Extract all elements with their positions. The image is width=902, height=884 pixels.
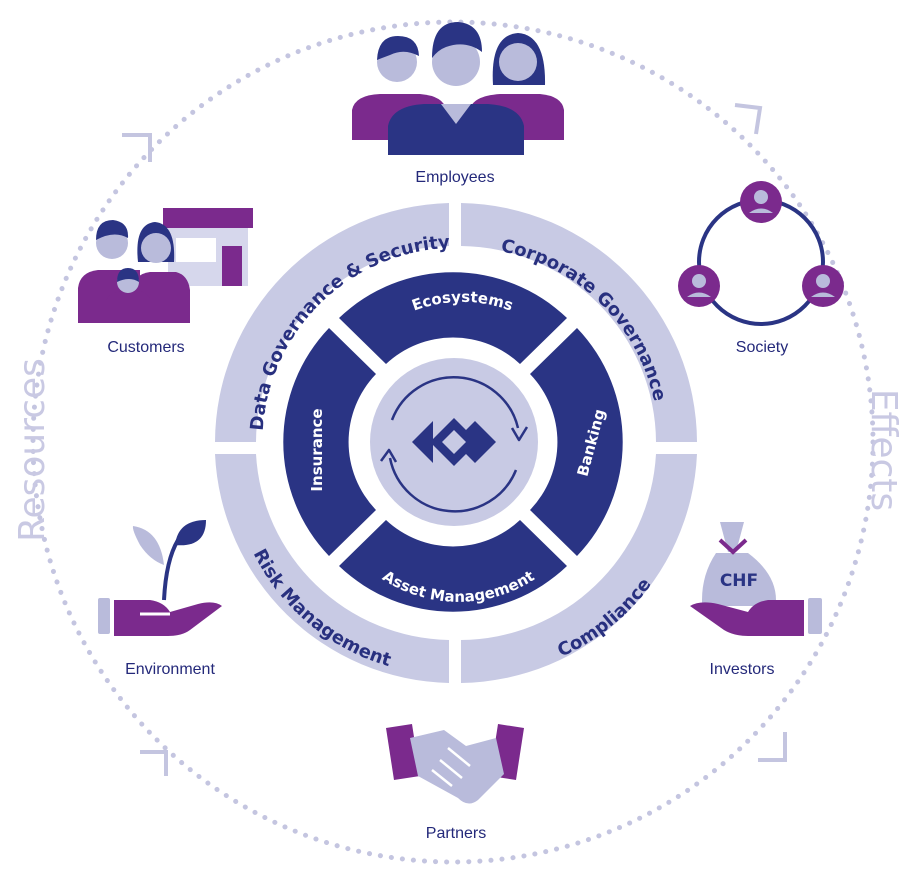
family-shop-icon — [78, 208, 253, 323]
money-bag-hand-icon: CHF — [690, 522, 822, 636]
society-network-icon — [678, 181, 844, 326]
society-label: Society — [736, 339, 788, 356]
inner-segment-asset-management — [339, 520, 567, 612]
cycle-arrow-icon — [758, 732, 787, 762]
employees-icon — [352, 22, 564, 155]
inner-segment-ecosystems — [339, 272, 567, 364]
outer-ring — [215, 203, 697, 683]
effects-label: Effects — [863, 389, 902, 511]
investors-label: Investors — [710, 661, 775, 678]
cycle-arrow-icon — [734, 103, 763, 135]
outer-segment-top-right — [461, 203, 697, 442]
cycle-arrows-icon — [379, 375, 529, 513]
company-logo-icon — [412, 400, 496, 484]
environment-label: Environment — [125, 661, 215, 678]
cycle-arrow-icon — [140, 750, 168, 776]
handshake-icon — [386, 724, 524, 804]
cycle-arrow-icon — [122, 133, 152, 162]
partners-label: Partners — [426, 825, 486, 842]
plant-hand-icon — [98, 520, 222, 636]
outer-segment-top-left — [215, 203, 449, 442]
inner-label-insurance: Insurance — [308, 408, 326, 491]
inner-ring — [283, 272, 623, 612]
employees-label: Employees — [415, 169, 494, 186]
customers-label: Customers — [107, 339, 184, 356]
outer-segment-bottom-left — [215, 454, 449, 683]
outer-segment-bottom-right — [461, 454, 697, 683]
inner-segment-insurance — [283, 328, 376, 556]
resources-label: Resources — [12, 358, 53, 542]
outer-dotted-cycle — [30, 19, 876, 865]
investors-bag-text: CHF — [720, 571, 758, 591]
inner-segment-banking — [530, 328, 623, 556]
